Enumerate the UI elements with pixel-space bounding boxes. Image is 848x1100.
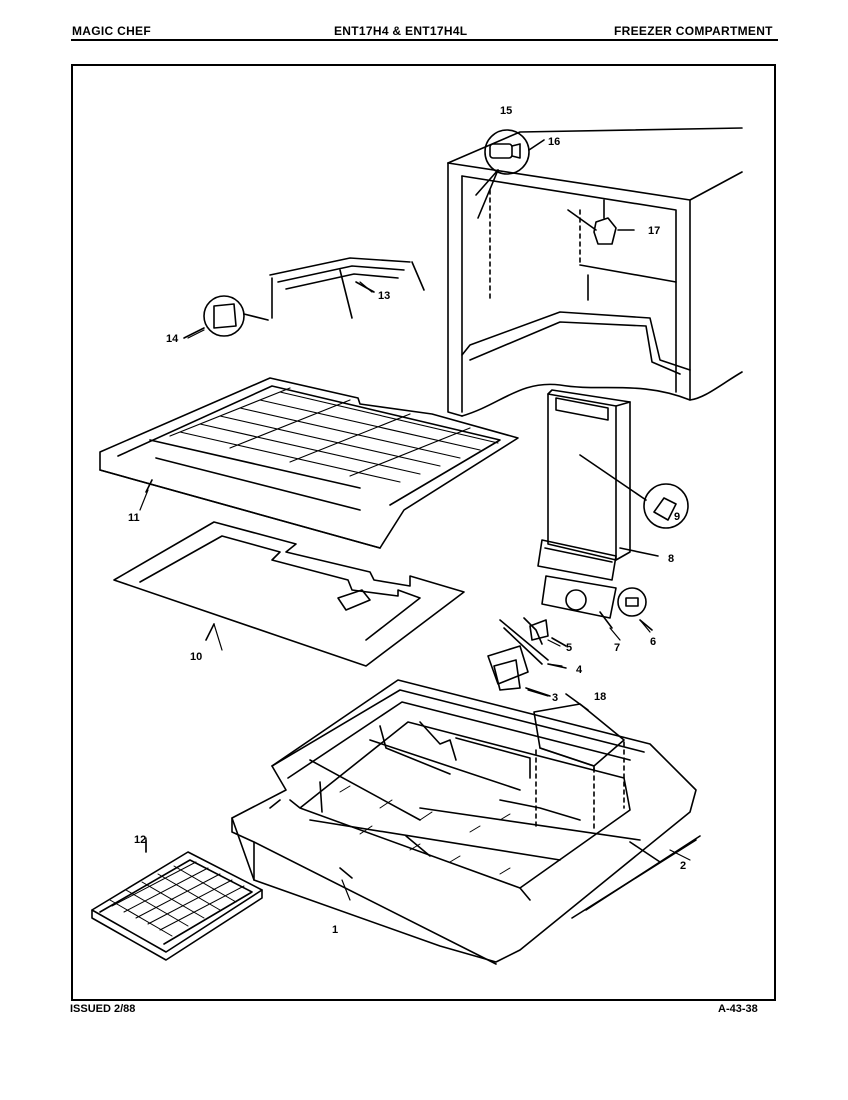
- clip-part: [183, 295, 269, 339]
- callout-11: 11: [128, 512, 140, 524]
- fan-bracket-part: [541, 575, 653, 631]
- callout-18: 18: [594, 691, 606, 703]
- page-code: A-43-38: [718, 1003, 758, 1015]
- callout-13: 13: [378, 290, 390, 302]
- callout-17: 17: [648, 225, 660, 237]
- section-title: FREEZER COMPARTMENT: [614, 24, 773, 38]
- freezer-shelf-part: [99, 377, 519, 549]
- callout-2: 2: [680, 860, 686, 872]
- model-number: ENT17H4 & ENT17H4L: [334, 24, 468, 38]
- brand-title: MAGIC CHEF: [72, 24, 151, 38]
- callout-9: 9: [674, 511, 680, 523]
- callout-7: 7: [614, 642, 620, 654]
- callout-14: 14: [166, 333, 179, 345]
- diagram-frame: [71, 64, 776, 1001]
- issued-date: ISSUED 2/88: [70, 1003, 136, 1015]
- light-socket-detail: [475, 129, 545, 219]
- evaporator-cover-part: [537, 389, 659, 581]
- fan-motor-parts: [487, 617, 567, 697]
- insulation-block-part: [533, 693, 625, 831]
- callout-8: 8: [668, 553, 674, 565]
- control-knob-detail: [643, 483, 689, 529]
- cabinet-outline: [447, 127, 743, 417]
- ice-tray-part: [91, 839, 263, 961]
- callout-1: 1: [332, 924, 338, 936]
- callout-leaders: [139, 281, 691, 901]
- callout-10: 10: [190, 651, 202, 663]
- callout-5: 5: [566, 642, 572, 654]
- callout-6: 6: [650, 636, 656, 648]
- shelf-bracket-part: [269, 257, 425, 319]
- callout-12: 12: [134, 834, 146, 846]
- callout-15: 15: [500, 105, 512, 117]
- ice-tray-cells: [109, 861, 245, 937]
- callout-16: 16: [548, 136, 560, 148]
- callout-4: 4: [576, 664, 583, 676]
- pan-vent-slots: [339, 785, 511, 875]
- light-bulb-part: [567, 199, 635, 245]
- shelf-wire-grid: [169, 387, 499, 483]
- header-rule: [71, 39, 778, 41]
- shelf-liner-part: [113, 521, 465, 667]
- freezer-pan-part: [231, 679, 701, 965]
- callout-3: 3: [552, 692, 558, 704]
